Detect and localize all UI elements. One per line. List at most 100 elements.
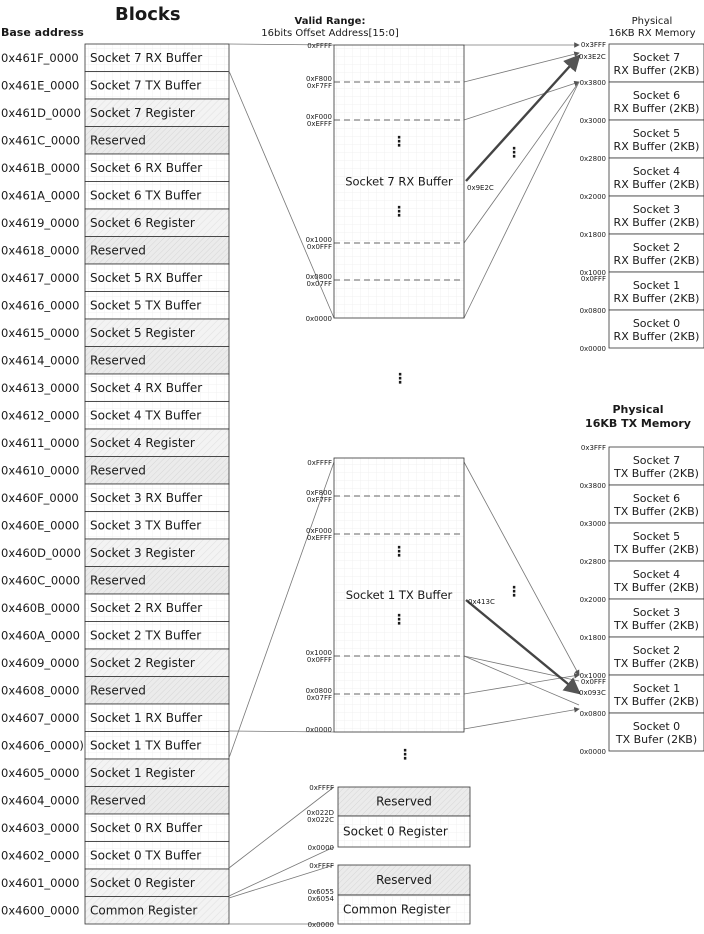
block-address: 0x4613_0000 [1, 381, 79, 395]
physical-cell-size: RX Buffer (2KB) [614, 292, 700, 305]
tx-pointer-target: 0x093C [579, 689, 606, 697]
rx-pointer-arrow [465, 54, 581, 182]
connector-line [463, 461, 580, 676]
physical-cell [608, 522, 704, 562]
physical-cell-size: TX Buffer (2KB) [613, 505, 699, 518]
window-tick-upper: 0xF000 [306, 113, 332, 121]
block-label: Socket 1 TX Buffer [90, 738, 201, 752]
physical-cell-size: TX Buffer (2KB) [613, 467, 699, 480]
block-cell [84, 428, 230, 457]
window-tick-lower: 0x07FF [306, 280, 332, 288]
physical-cell-size: TX Buffer (2KB) [613, 619, 699, 632]
block-address: 0x4606_0000) [1, 738, 84, 752]
block-label: Socket 1 RX Buffer [90, 711, 202, 725]
physical-cell-size: RX Buffer (2KB) [614, 64, 700, 77]
physical-cell [608, 271, 704, 311]
physical-tick: 0x3800 [580, 482, 606, 490]
block-label: Socket 6 TX Buffer [90, 188, 201, 202]
window-tick: 0x0000 [306, 315, 332, 323]
block-cell [84, 676, 230, 705]
block-cell [84, 896, 230, 925]
block-label: Reserved [90, 243, 146, 257]
block-label: Socket 7 Register [90, 106, 195, 120]
connector-line [228, 43, 335, 46]
block-address: 0x4616_0000 [1, 298, 79, 312]
block-cell [84, 71, 230, 100]
block-address: 0x461C_0000 [1, 133, 80, 147]
block-label: Socket 0 Register [90, 876, 195, 890]
register-window-reserved [337, 864, 471, 896]
register-window-tick-mid2: 0x6054 [308, 895, 335, 903]
physical-cell-size: RX Buffer (2KB) [614, 216, 700, 229]
window-tick-lower: 0xEFFF [307, 120, 332, 128]
connector-line [463, 51, 580, 83]
block-address: 0x4619_0000 [1, 216, 79, 230]
block-cell [84, 263, 230, 292]
tx-pointer-arrow [465, 599, 581, 695]
physical-tick: 0x1800 [580, 634, 606, 642]
window-tick-lower: 0xF7FF [307, 82, 332, 90]
page-title: Blocks [115, 4, 181, 25]
block-address: 0x460D_0000 [1, 546, 81, 560]
physical-cell-name: Socket 4 [633, 165, 680, 178]
register-window-body [337, 815, 471, 848]
block-cell [84, 841, 230, 870]
connector-line [228, 864, 335, 899]
physical-cell-size: TX Buffer (2KB) [613, 657, 699, 670]
block-cell [84, 813, 230, 842]
block-label: Reserved [90, 573, 146, 587]
block-address: 0x461E_0000 [1, 78, 79, 92]
register-window-label: Socket 0 Register [343, 825, 448, 839]
connector-line [228, 846, 335, 897]
block-cell [84, 456, 230, 485]
block-cell [84, 593, 230, 622]
block-cell [84, 318, 230, 347]
block-label: Socket 2 Register [90, 656, 195, 670]
window-tick-upper: 0xF000 [306, 527, 332, 535]
block-label: Socket 4 RX Buffer [90, 381, 202, 395]
block-cell [84, 566, 230, 595]
tx-memory-title-line1: Physical [612, 403, 663, 416]
block-address: 0x4602_0000 [1, 848, 79, 862]
rx-pointer-label: 0x9E2C [467, 184, 494, 192]
valid-range-title: Valid Range: [295, 16, 366, 27]
block-cell [84, 208, 230, 237]
block-address: 0x4610_0000 [1, 463, 79, 477]
physical-cell-size: RX Buffer (2KB) [614, 178, 700, 191]
window-tick-lower: 0x07FF [306, 694, 332, 702]
block-label: Socket 1 Register [90, 766, 195, 780]
block-label: Socket 6 RX Buffer [90, 161, 202, 175]
physical-cell-size: TX Buffer (2KB) [613, 543, 699, 556]
block-address: 0x460F_0000 [1, 491, 79, 505]
ellipsis-marker: ⋮ [398, 747, 412, 763]
window-box [333, 44, 465, 319]
window-tick: 0xFFFF [307, 459, 332, 467]
block-address: 0x460B_0000 [1, 601, 80, 615]
block-row: 0x461B_0000 Socket 6 RX Buffer [1, 153, 230, 182]
connector-line [463, 655, 580, 706]
block-address: 0x4615_0000 [1, 326, 79, 340]
connector-line [463, 707, 580, 730]
physical-cell [608, 309, 704, 349]
block-label: Reserved [90, 463, 146, 477]
physical-tick: 0x3800 [580, 79, 606, 87]
register-window-tick-mid1: 0x022D [307, 809, 334, 817]
rx-window: 0xFFFF0xF8000xF7FF0xF0000xEFFF0x10000x0F… [306, 42, 465, 323]
physical-tick: 0x2800 [580, 155, 606, 163]
physical-tick: 0x3000 [580, 520, 606, 528]
block-address: 0x461B_0000 [1, 161, 80, 175]
connector-line [463, 81, 580, 319]
window-ellipsis: ⋮ [392, 612, 406, 628]
